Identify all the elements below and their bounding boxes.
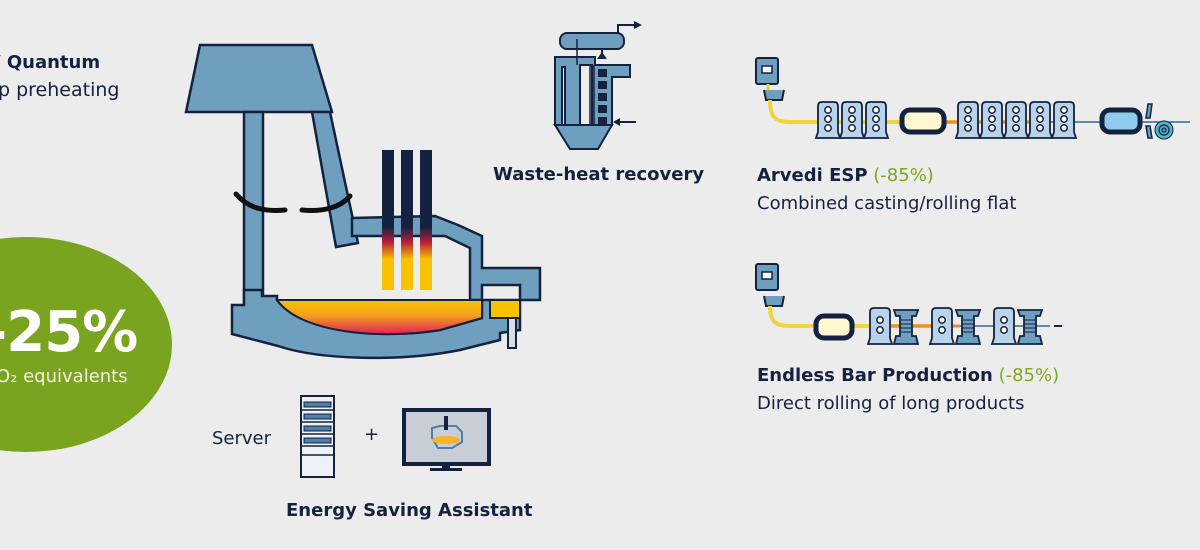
arvedi-title-text: Arvedi ESP [757, 165, 868, 186]
rolling-stand [838, 101, 866, 139]
server-rack-icon [300, 395, 335, 478]
quantum-title-prefix: / [0, 52, 1, 73]
server-label: Server [212, 428, 272, 449]
esp-line-icon [755, 57, 1190, 140]
badge-value: -25% [0, 300, 138, 365]
vertical-stand [1016, 309, 1044, 345]
waste-heat-label: Waste-heat recovery [493, 164, 705, 185]
monitor-icon [402, 408, 491, 471]
waste-heat-boiler-icon [553, 21, 642, 150]
quantum-title: / Quantum [0, 52, 100, 73]
rolling-stand [1002, 101, 1030, 139]
endless-bar-subtitle: Direct rolling of long products [757, 393, 1025, 414]
rolling-stand [866, 307, 894, 345]
rolling-stand [928, 307, 956, 345]
endless-bar-title-text: Endless Bar Production [757, 365, 993, 386]
quantum-title-text: Quantum [6, 52, 101, 73]
badge-caption: O₂ equivalents [0, 366, 128, 387]
rolling-stand [1026, 101, 1054, 139]
endless-bar-reduction: (-85%) [998, 365, 1060, 386]
rolling-stand [862, 101, 890, 139]
rolling-stand [814, 101, 842, 139]
arvedi-subtitle: Combined casting/rolling flat [757, 193, 1017, 214]
bar-line-icon [755, 263, 1062, 345]
arvedi-reduction: (-85%) [873, 165, 934, 186]
endless-bar-title: Endless Bar Production (-85%) [757, 365, 1059, 386]
quantum-subtitle: p preheating [0, 79, 120, 101]
rolling-stand [978, 101, 1006, 139]
rolling-stand [1050, 101, 1078, 139]
arvedi-title: Arvedi ESP (-85%) [757, 165, 934, 186]
vertical-stand [954, 309, 982, 345]
rolling-stand [990, 307, 1018, 345]
vertical-stand [892, 309, 920, 345]
energy-assistant-title: Energy Saving Assistant [286, 500, 533, 521]
plus-sign: + [364, 424, 380, 445]
rolling-stand [954, 101, 982, 139]
